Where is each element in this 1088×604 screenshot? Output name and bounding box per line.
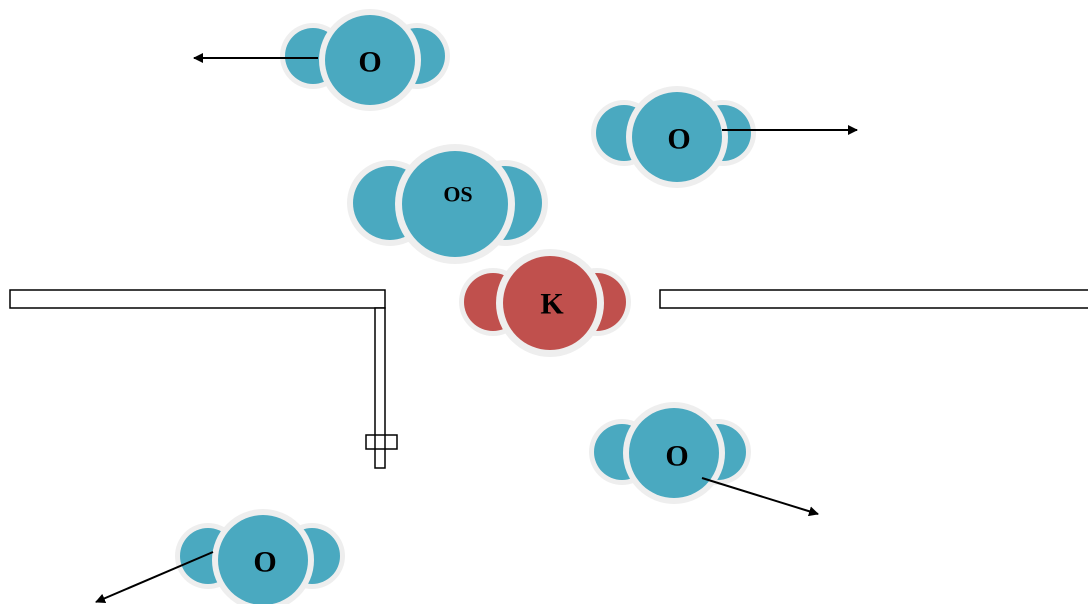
molecule-label: OS bbox=[443, 182, 472, 207]
water-molecule-o3: O bbox=[589, 402, 751, 504]
molecule-core bbox=[325, 15, 415, 105]
molecule-core bbox=[402, 151, 508, 257]
water-molecule-o4: O bbox=[175, 509, 345, 604]
motion-arrow-o3 bbox=[701, 477, 819, 517]
molecule-core bbox=[629, 408, 719, 498]
ion-label: K bbox=[540, 288, 564, 321]
molecule-label: O bbox=[253, 546, 276, 579]
left-wall-vertical bbox=[374, 307, 386, 469]
motion-arrow-o4 bbox=[95, 551, 214, 604]
molecule-label: O bbox=[665, 440, 688, 473]
molecule-core bbox=[218, 515, 308, 604]
left-wall bbox=[9, 289, 398, 469]
water-molecule-os: OS bbox=[347, 144, 548, 264]
molecule-core bbox=[632, 92, 722, 182]
wall-gate-box bbox=[365, 434, 398, 450]
molecule-label: O bbox=[358, 46, 381, 79]
water-molecule-o1: O bbox=[280, 9, 450, 111]
left-wall-horizontal bbox=[9, 289, 386, 309]
potassium-ion-k: K bbox=[459, 249, 631, 357]
right-wall bbox=[659, 289, 1088, 309]
ion-core bbox=[503, 256, 597, 350]
molecule-label: O bbox=[667, 123, 690, 156]
water-molecule-o2: O bbox=[591, 86, 756, 188]
